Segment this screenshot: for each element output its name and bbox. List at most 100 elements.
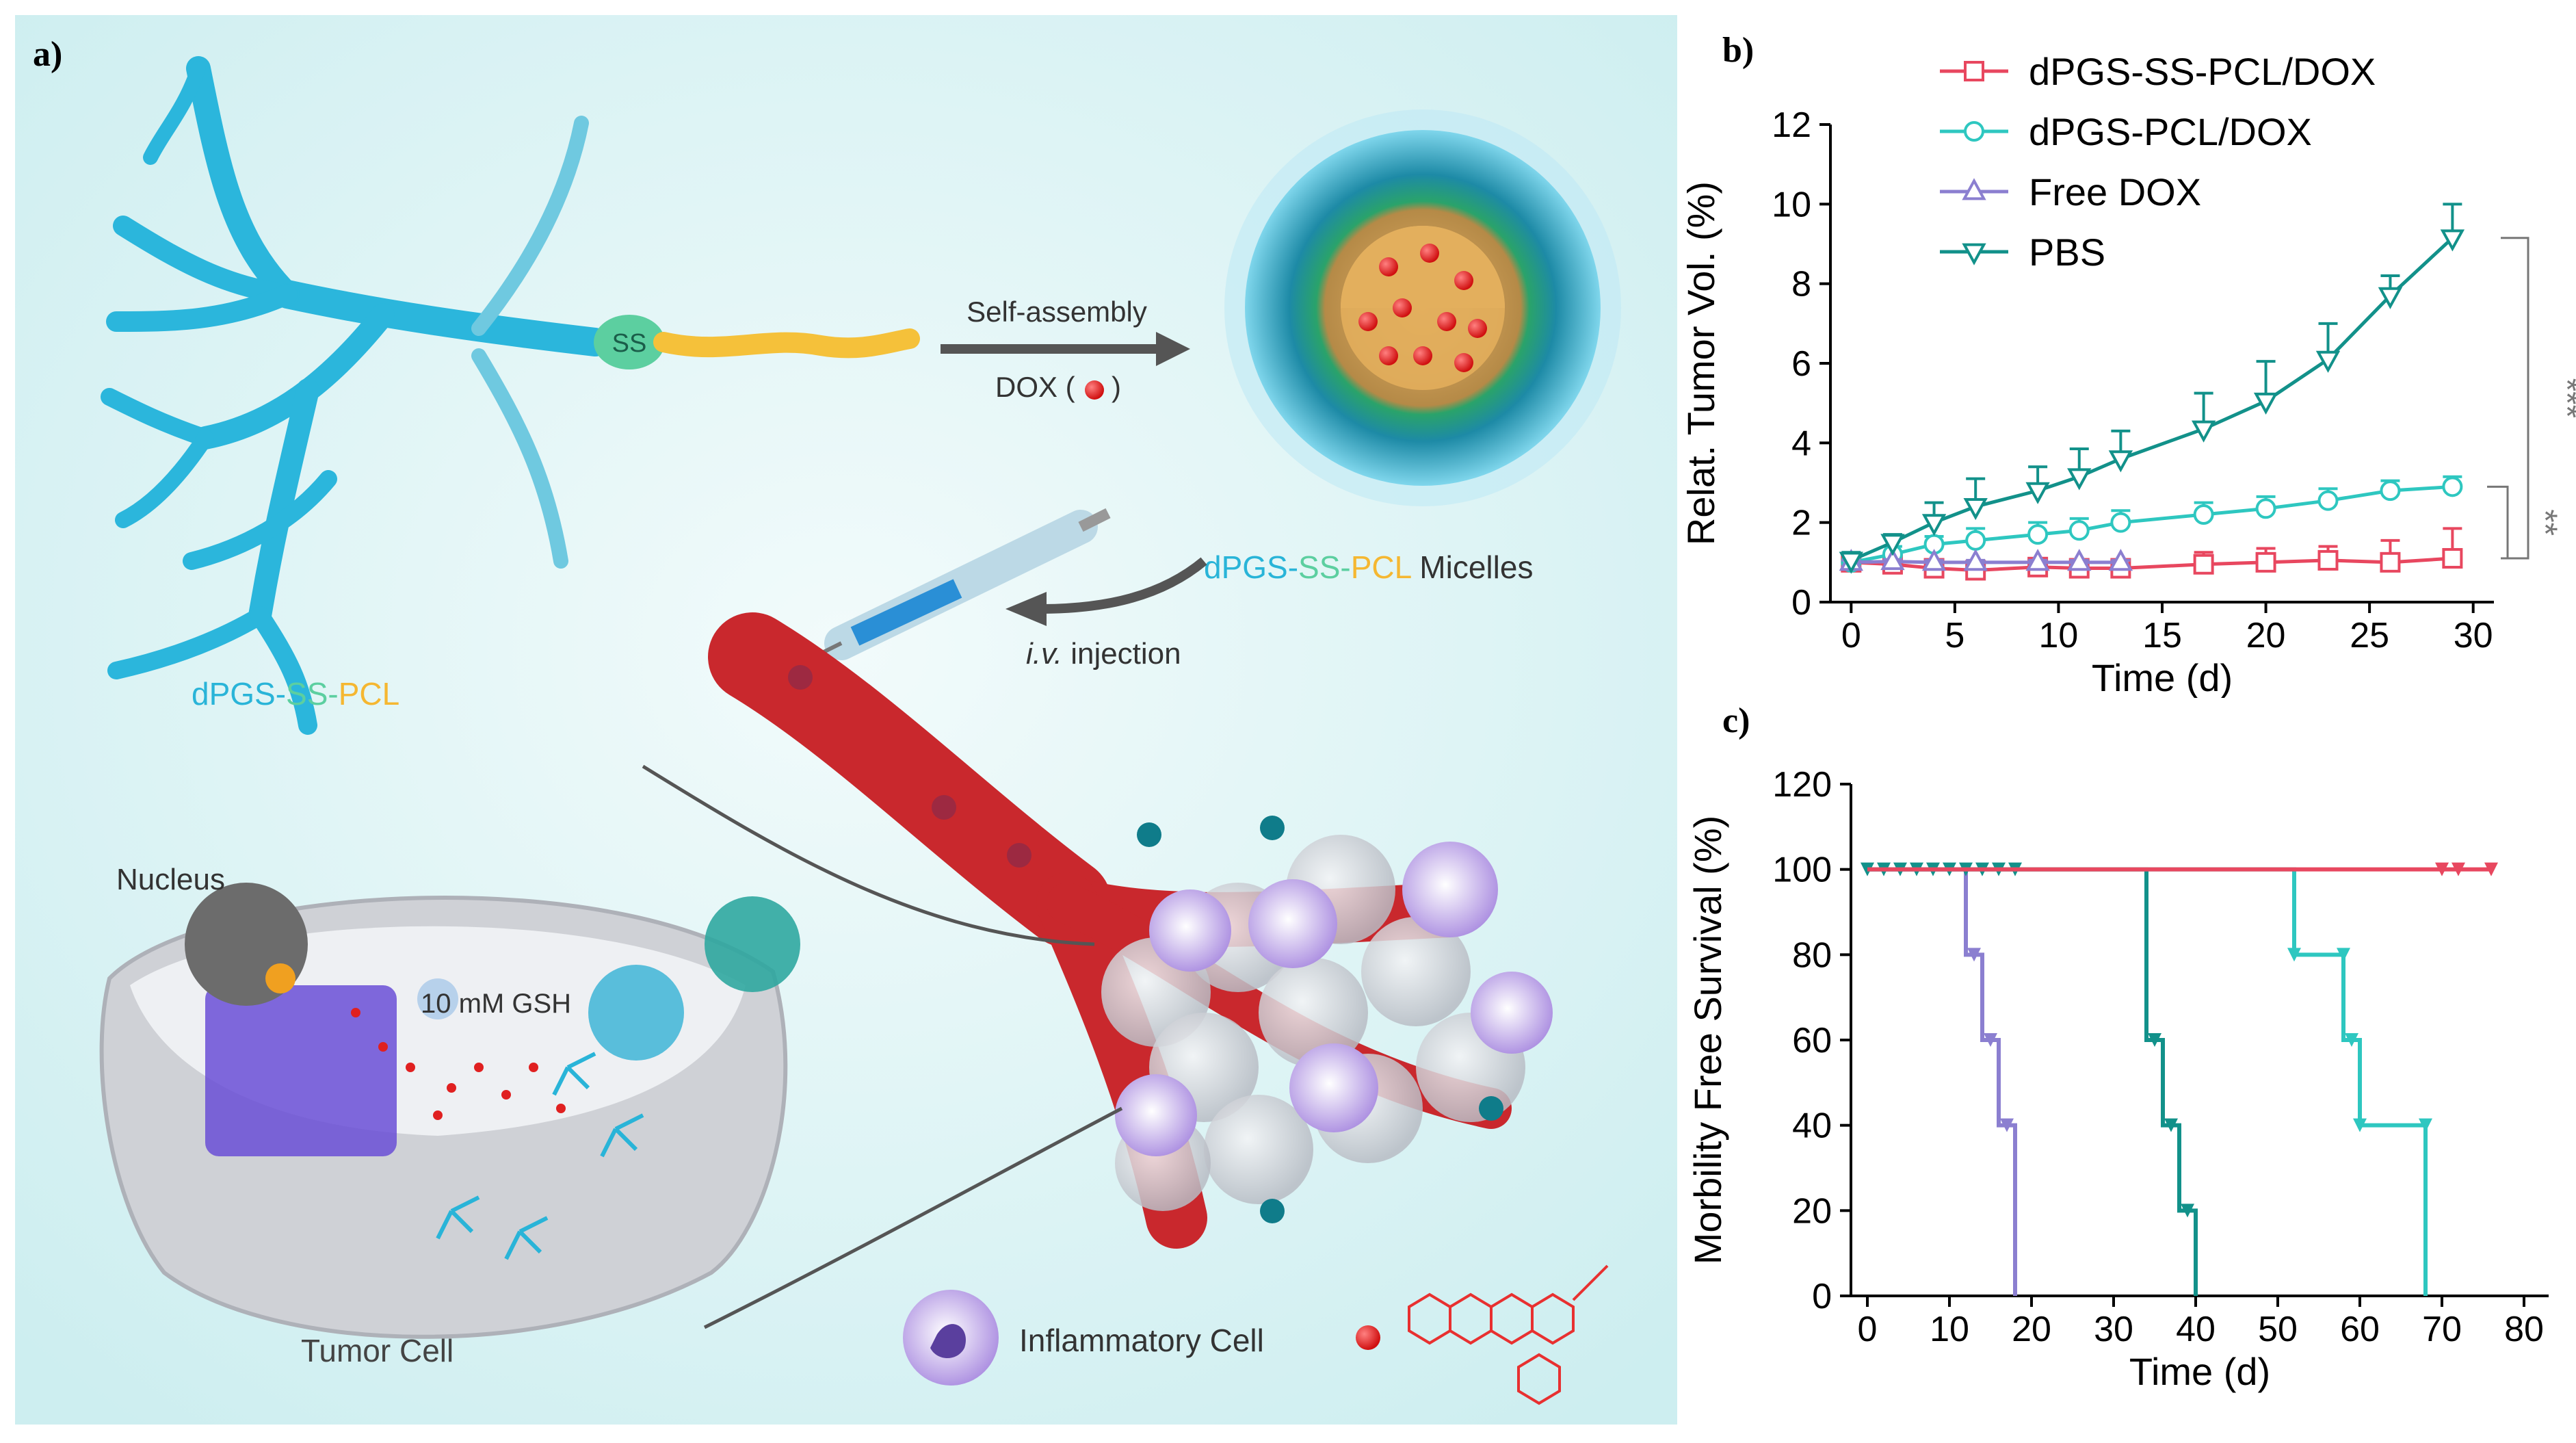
censor-marker (1984, 1033, 1997, 1047)
x-tick-label: 50 (2258, 1310, 2298, 1349)
legend-marker (1964, 61, 1984, 81)
y-tick-label: 60 (1792, 1021, 1832, 1061)
y-tick-label: 2 (1791, 504, 1811, 543)
legend-item: Free DOX (1940, 170, 2201, 213)
dox-dot (1085, 380, 1104, 400)
dpgs-dendrimer (101, 56, 609, 735)
tumor-mass (1101, 816, 1553, 1223)
y-tick-label: 100 (1772, 850, 1832, 890)
data-point (2193, 504, 2214, 525)
censor-marker (1967, 948, 1981, 962)
legend-marker (1964, 121, 1984, 142)
dox-structure (1408, 1264, 1609, 1405)
injection-label: i.v. injection (1026, 637, 1181, 671)
x-tick-label: 5 (1945, 616, 1964, 655)
data-point (2253, 392, 2278, 415)
data-point (2255, 551, 2276, 573)
panel-b-label: b) (1722, 31, 1754, 70)
legend-item: PBS (1940, 231, 2105, 274)
legend-marker (1962, 243, 1986, 265)
x-tick-label: 40 (2176, 1310, 2216, 1349)
x-tick-label: 20 (2012, 1310, 2051, 1349)
micelle (1224, 109, 1621, 506)
data-point (2191, 420, 2216, 443)
dox-legend-dot (1356, 1325, 1380, 1350)
data-point (2380, 551, 2401, 573)
micelle-outside (705, 896, 800, 992)
y-tick-label: 12 (1772, 105, 1811, 145)
data-point (2380, 480, 2401, 502)
ss-linker-shape (594, 315, 665, 369)
data-point (1921, 549, 1947, 571)
micelle-label: dPGS-SS-PCL Micelles (1204, 549, 1533, 585)
data-point (2378, 287, 2403, 309)
data-point (2067, 549, 2092, 571)
data-point (1963, 549, 1988, 571)
series-PBS (1839, 203, 2465, 574)
x-tick-label: 20 (2246, 616, 2286, 655)
series-dPGS-PCL/DOX (1867, 867, 2432, 1296)
legend-label: PBS (2029, 231, 2105, 274)
censor-marker (2000, 1118, 2014, 1132)
y-axis-label: Morbility Free Survival (%) (1687, 816, 1729, 1265)
censor-marker (2337, 948, 2350, 962)
data-point (2193, 554, 2214, 575)
y-tick-label: 0 (1791, 583, 1811, 623)
tumor-cell-label: Tumor Cell (301, 1333, 454, 1368)
data-point (2108, 450, 2133, 473)
legend-label: Free DOX (2029, 170, 2201, 213)
data-point (2108, 549, 2133, 571)
x-tick-label: 0 (1841, 616, 1861, 655)
data-point (2025, 549, 2050, 571)
x-tick-label: 10 (1930, 1310, 1969, 1349)
significance-label-outer: *** (2548, 378, 2576, 418)
x-axis-label: Time (d) (2129, 1350, 2270, 1393)
censor-marker (2287, 948, 2301, 962)
pcl-tail (653, 328, 920, 359)
schematic-illustration: SS dPGS-SS-PCL Self-assembly DOX ( ) (15, 15, 1677, 1425)
data-point (2315, 350, 2341, 373)
censor-marker (2435, 862, 2449, 876)
data-point (2068, 520, 2090, 541)
panel-a-label: a) (33, 35, 63, 74)
censor-marker (2419, 1118, 2432, 1132)
series-step-line (1867, 867, 2198, 1296)
censor-marker (2484, 862, 2498, 876)
self-assembly-label: Self-assembly (967, 296, 1147, 328)
series-line (1850, 236, 2454, 562)
polymer-label: dPGS-SS-PCL (192, 676, 399, 712)
injection-arrow (1039, 557, 1207, 614)
ss-tag: SS (612, 329, 647, 358)
data-point (2025, 482, 2050, 504)
y-tick-label: 20 (1792, 1191, 1832, 1231)
panel-c-label: c) (1722, 701, 1750, 740)
data-point (2442, 476, 2463, 497)
legend-label: dPGS-SS-PCL/DOX (2029, 50, 2376, 93)
censor-marker (2452, 862, 2465, 876)
data-point (2027, 524, 2049, 545)
data-point (2440, 229, 2465, 252)
data-point (2255, 498, 2276, 519)
x-tick-label: 10 (2039, 616, 2079, 655)
series-step-line (1867, 867, 2428, 1296)
data-point (2442, 548, 2463, 569)
censor-marker (2353, 1118, 2367, 1132)
y-axis-label: Relat. Tumor Vol. (%) (1687, 181, 1722, 545)
data-point (1880, 547, 1905, 571)
data-point (2067, 468, 2092, 491)
censor-marker (2345, 1033, 2358, 1047)
legend-marker (1962, 178, 1986, 200)
censor-marker (2164, 1118, 2178, 1132)
x-tick-label: 70 (2422, 1310, 2462, 1349)
y-tick-label: 4 (1791, 424, 1811, 463)
x-tick-label: 15 (2142, 616, 2182, 655)
y-tick-label: 40 (1792, 1106, 1832, 1146)
data-point (1839, 551, 1863, 574)
x-tick-label: 60 (2340, 1310, 2380, 1349)
legend-label: dPGS-PCL/DOX (2029, 110, 2312, 153)
inflammatory-cell-label: Inflammatory Cell (1019, 1323, 1264, 1358)
legend-item: dPGS-PCL/DOX (1940, 110, 2312, 153)
censor-marker (2148, 1033, 2161, 1047)
